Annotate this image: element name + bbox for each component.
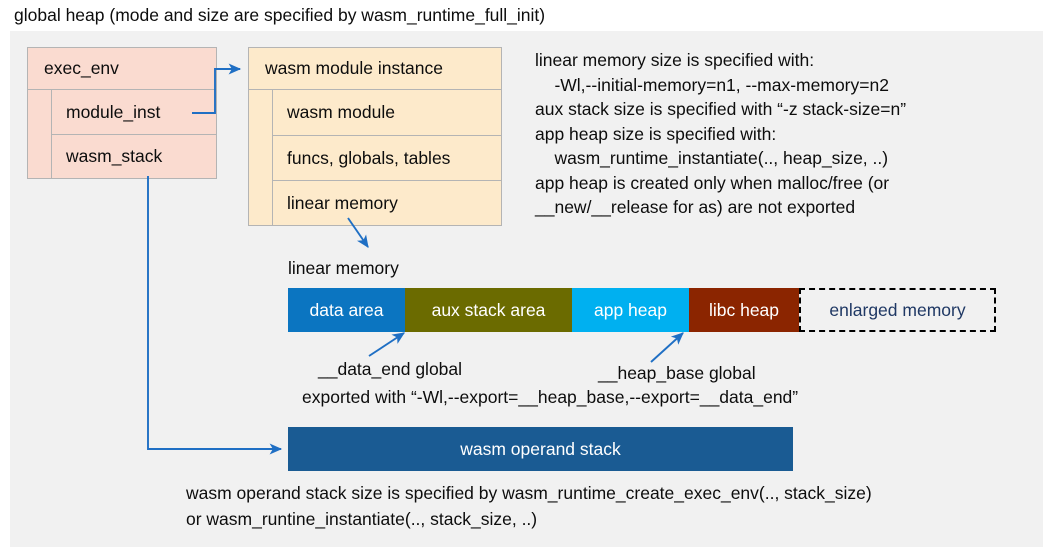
- module-instance-gutter: [249, 90, 273, 225]
- export-flags-note: exported with “-Wl,--export=__heap_base,…: [302, 387, 799, 407]
- memory-segment: libc heap: [689, 288, 799, 332]
- field-wasm-stack: wasm_stack: [52, 134, 216, 178]
- exec-env-fields: module_inst wasm_stack: [52, 90, 216, 178]
- memory-segment: app heap: [572, 288, 689, 332]
- exec-env-body: module_inst wasm_stack: [28, 90, 216, 178]
- heap-base-global-label: __heap_base global: [598, 363, 756, 383]
- wasm-module-instance-box: wasm module instance wasm module funcs, …: [248, 47, 502, 226]
- field-wasm-module: wasm module: [287, 102, 395, 122]
- exec-env-box: exec_env module_inst wasm_stack: [27, 47, 217, 179]
- module-instance-body: wasm module funcs, globals, tables linea…: [249, 90, 501, 225]
- field-linear-memory: linear memory: [273, 180, 501, 225]
- exec-env-gutter: [28, 90, 52, 178]
- exec-env-header: exec_env: [28, 48, 216, 90]
- field-module-inst: module_inst: [66, 101, 161, 122]
- page-title: global heap (mode and size are specified…: [14, 5, 546, 25]
- module-instance-fields: wasm module funcs, globals, tables linea…: [273, 90, 501, 225]
- module-instance-header: wasm module instance: [249, 48, 501, 90]
- memory-segment: aux stack area: [405, 288, 572, 332]
- memory-size-notes: linear memory size is specified with: -W…: [535, 50, 907, 217]
- operand-stack-note: wasm operand stack size is specified by …: [186, 483, 872, 529]
- memory-segment: enlarged memory: [799, 288, 996, 332]
- field-funcs-globals-tables: funcs, globals, tables: [273, 135, 501, 180]
- data-end-global-label: __data_end global: [318, 359, 463, 379]
- linear-memory-label: linear memory: [288, 258, 399, 278]
- memory-segment: data area: [288, 288, 405, 332]
- wasm-operand-stack-bar: wasm operand stack: [288, 427, 793, 471]
